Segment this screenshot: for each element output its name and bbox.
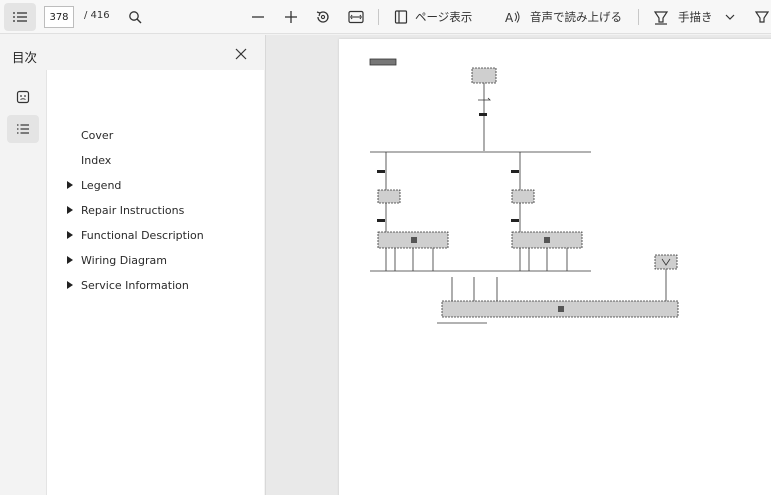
pdf-page[interactable]	[339, 39, 771, 495]
search-button[interactable]	[122, 4, 148, 30]
rotate-icon	[316, 11, 329, 23]
page-view-button[interactable]	[388, 4, 414, 30]
close-sidebar-button[interactable]	[232, 45, 250, 63]
toc-item-service-information[interactable]: Service Information	[67, 276, 189, 294]
toolbar-separator	[638, 9, 639, 25]
toc-item-wiring-diagram[interactable]: Wiring Diagram	[67, 251, 167, 269]
expand-caret-icon[interactable]	[67, 181, 81, 189]
toc-item-index[interactable]: Index	[67, 151, 111, 169]
thumbnails-tab[interactable]	[7, 83, 39, 111]
draw-button[interactable]	[648, 4, 674, 30]
toc-item-label: Index	[81, 153, 112, 167]
page-total: / 416	[84, 10, 110, 21]
toc-item-repair-instructions[interactable]: Repair Instructions	[67, 201, 184, 219]
contents-toggle-button[interactable]	[4, 3, 36, 31]
zoom-out-icon	[252, 16, 264, 18]
toc-panel: Cover Index Legend Repair Instructions F…	[46, 70, 264, 495]
contents-icon	[13, 12, 27, 22]
toc-item-label: Wiring Diagram	[81, 253, 167, 267]
close-icon	[235, 48, 247, 60]
toc-item-label: Repair Instructions	[81, 203, 185, 217]
chevron-down-icon	[725, 14, 735, 20]
zoom-out-button[interactable]	[245, 4, 271, 30]
toc-item-cover[interactable]: Cover	[67, 126, 113, 144]
svg-text:A: A	[505, 11, 514, 24]
fit-page-icon	[348, 10, 364, 24]
sidebar-title: 目次	[12, 50, 38, 65]
highlight-button[interactable]	[750, 4, 771, 30]
read-aloud-button[interactable]: A	[500, 4, 526, 30]
highlight-icon	[754, 11, 769, 23]
toc-item-label: Functional Description	[81, 228, 204, 242]
draw-icon	[653, 11, 669, 25]
draw-options-button[interactable]	[720, 4, 740, 30]
toc-item-label: Service Information	[81, 278, 189, 292]
toolbar-separator	[378, 9, 379, 25]
read-aloud-label[interactable]: 音声で読み上げる	[530, 10, 622, 24]
search-icon	[129, 11, 142, 24]
toc-item-label: Cover	[81, 128, 114, 142]
toolbar: 378 / 416 ページ表示 A 音声で読み上げる 手描き	[0, 0, 771, 34]
thumbnails-icon	[16, 90, 30, 104]
expand-caret-icon[interactable]	[67, 281, 81, 289]
zoom-in-button[interactable]	[278, 4, 304, 30]
page-view-icon	[394, 10, 408, 24]
fit-page-button[interactable]	[343, 4, 369, 30]
draw-label[interactable]: 手描き	[678, 10, 713, 24]
toc-tab[interactable]	[7, 115, 39, 143]
rotate-button[interactable]	[310, 4, 336, 30]
toc-list-icon	[17, 124, 29, 134]
toc-item-label: Legend	[81, 178, 122, 192]
expand-caret-icon[interactable]	[67, 256, 81, 264]
toc-item-legend[interactable]: Legend	[67, 176, 121, 194]
toc-item-functional-description[interactable]: Functional Description	[67, 226, 204, 244]
expand-caret-icon[interactable]	[67, 231, 81, 239]
page-view-label[interactable]: ページ表示	[415, 10, 473, 24]
contents-sidebar: 目次 Cover Index Legend Repair Instruction…	[0, 35, 264, 495]
wiring-diagram	[369, 58, 679, 324]
document-viewer[interactable]	[265, 35, 771, 495]
page-number-input[interactable]: 378	[44, 6, 74, 28]
read-aloud-icon: A	[505, 11, 520, 24]
zoom-in-icon	[285, 11, 297, 23]
expand-caret-icon[interactable]	[67, 206, 81, 214]
